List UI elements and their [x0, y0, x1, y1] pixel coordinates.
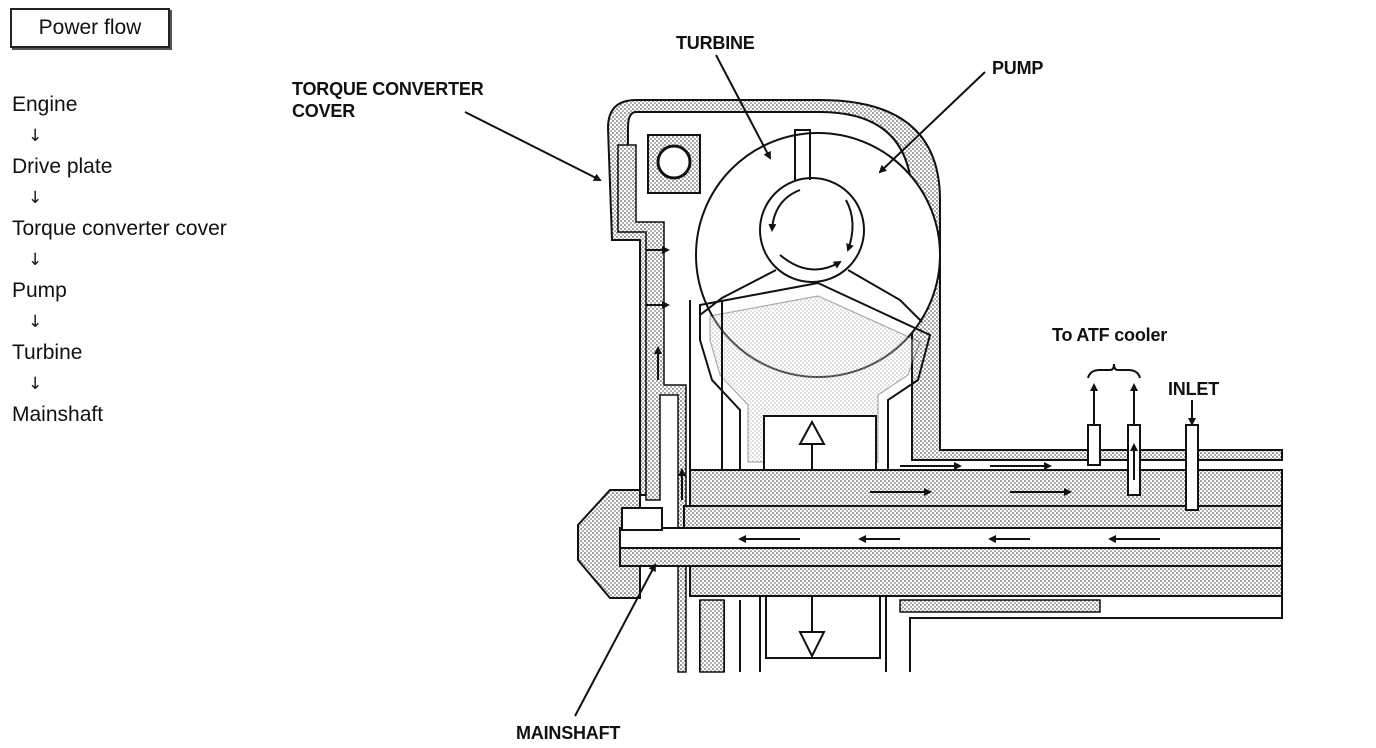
stator-circulation-arrow [845, 199, 854, 252]
lower-housing-fill [899, 599, 1101, 613]
stator-vane [847, 269, 923, 323]
atf-cooler-bracket [1087, 363, 1141, 379]
power-flow-list: Engine ↓ Drive plate ↓ Torque converter … [12, 90, 227, 433]
stator-ring [759, 177, 865, 283]
down-arrow-icon: ↓ [28, 374, 43, 394]
power-flow-step: Engine [12, 93, 78, 116]
lockup-roller [656, 144, 692, 180]
power-flow-step: Drive plate [12, 155, 113, 178]
lower-stator-box [765, 595, 881, 659]
torque-converter-cover-label: TORQUE CONVERTER COVER [292, 79, 484, 121]
power-flow-title-box: Power flow [10, 8, 170, 48]
inlet-label: INLET [1168, 379, 1219, 399]
atf-inlet-tube [1185, 424, 1199, 511]
turbine-vane [794, 129, 811, 180]
lower-shaft-wall-fill [699, 599, 725, 673]
mainshaft [619, 547, 1283, 567]
mainshaft-label: MAINSHAFT [516, 723, 621, 743]
pump-label: PUMP [992, 58, 1044, 78]
input-sleeve [689, 469, 1283, 507]
stator-flow-down-arrow [798, 631, 826, 659]
power-flow-step: Mainshaft [12, 403, 104, 426]
stator-shaft [689, 565, 1283, 597]
to-atf-cooler-label: To ATF cooler [1052, 325, 1168, 345]
down-arrow-icon: ↓ [28, 188, 43, 208]
power-flow-step: Torque converter cover [12, 217, 227, 240]
cover-leader-line [464, 111, 602, 181]
turbine-leader-line [715, 54, 771, 160]
stator-circulation-arrow [768, 189, 801, 232]
power-flow-step: Pump [12, 279, 67, 302]
front-pocket [621, 507, 663, 531]
pump-leader-line [878, 71, 986, 174]
down-arrow-icon: ↓ [28, 312, 43, 332]
stator-circulation-arrow [779, 254, 842, 271]
down-arrow-icon: ↓ [28, 250, 43, 270]
power-flow-title: Power flow [38, 16, 142, 39]
stator-flow-up-arrow [798, 419, 826, 445]
power-flow-step: Turbine [12, 341, 83, 364]
turbine-label: TURBINE [676, 33, 755, 53]
stator-vane [699, 269, 777, 316]
atf-outlet-tube [1087, 424, 1101, 466]
down-arrow-icon: ↓ [28, 126, 43, 146]
inner-cover-wall [617, 144, 687, 673]
lower-housing [759, 595, 1283, 672]
mainshaft-leader-line [574, 563, 656, 717]
